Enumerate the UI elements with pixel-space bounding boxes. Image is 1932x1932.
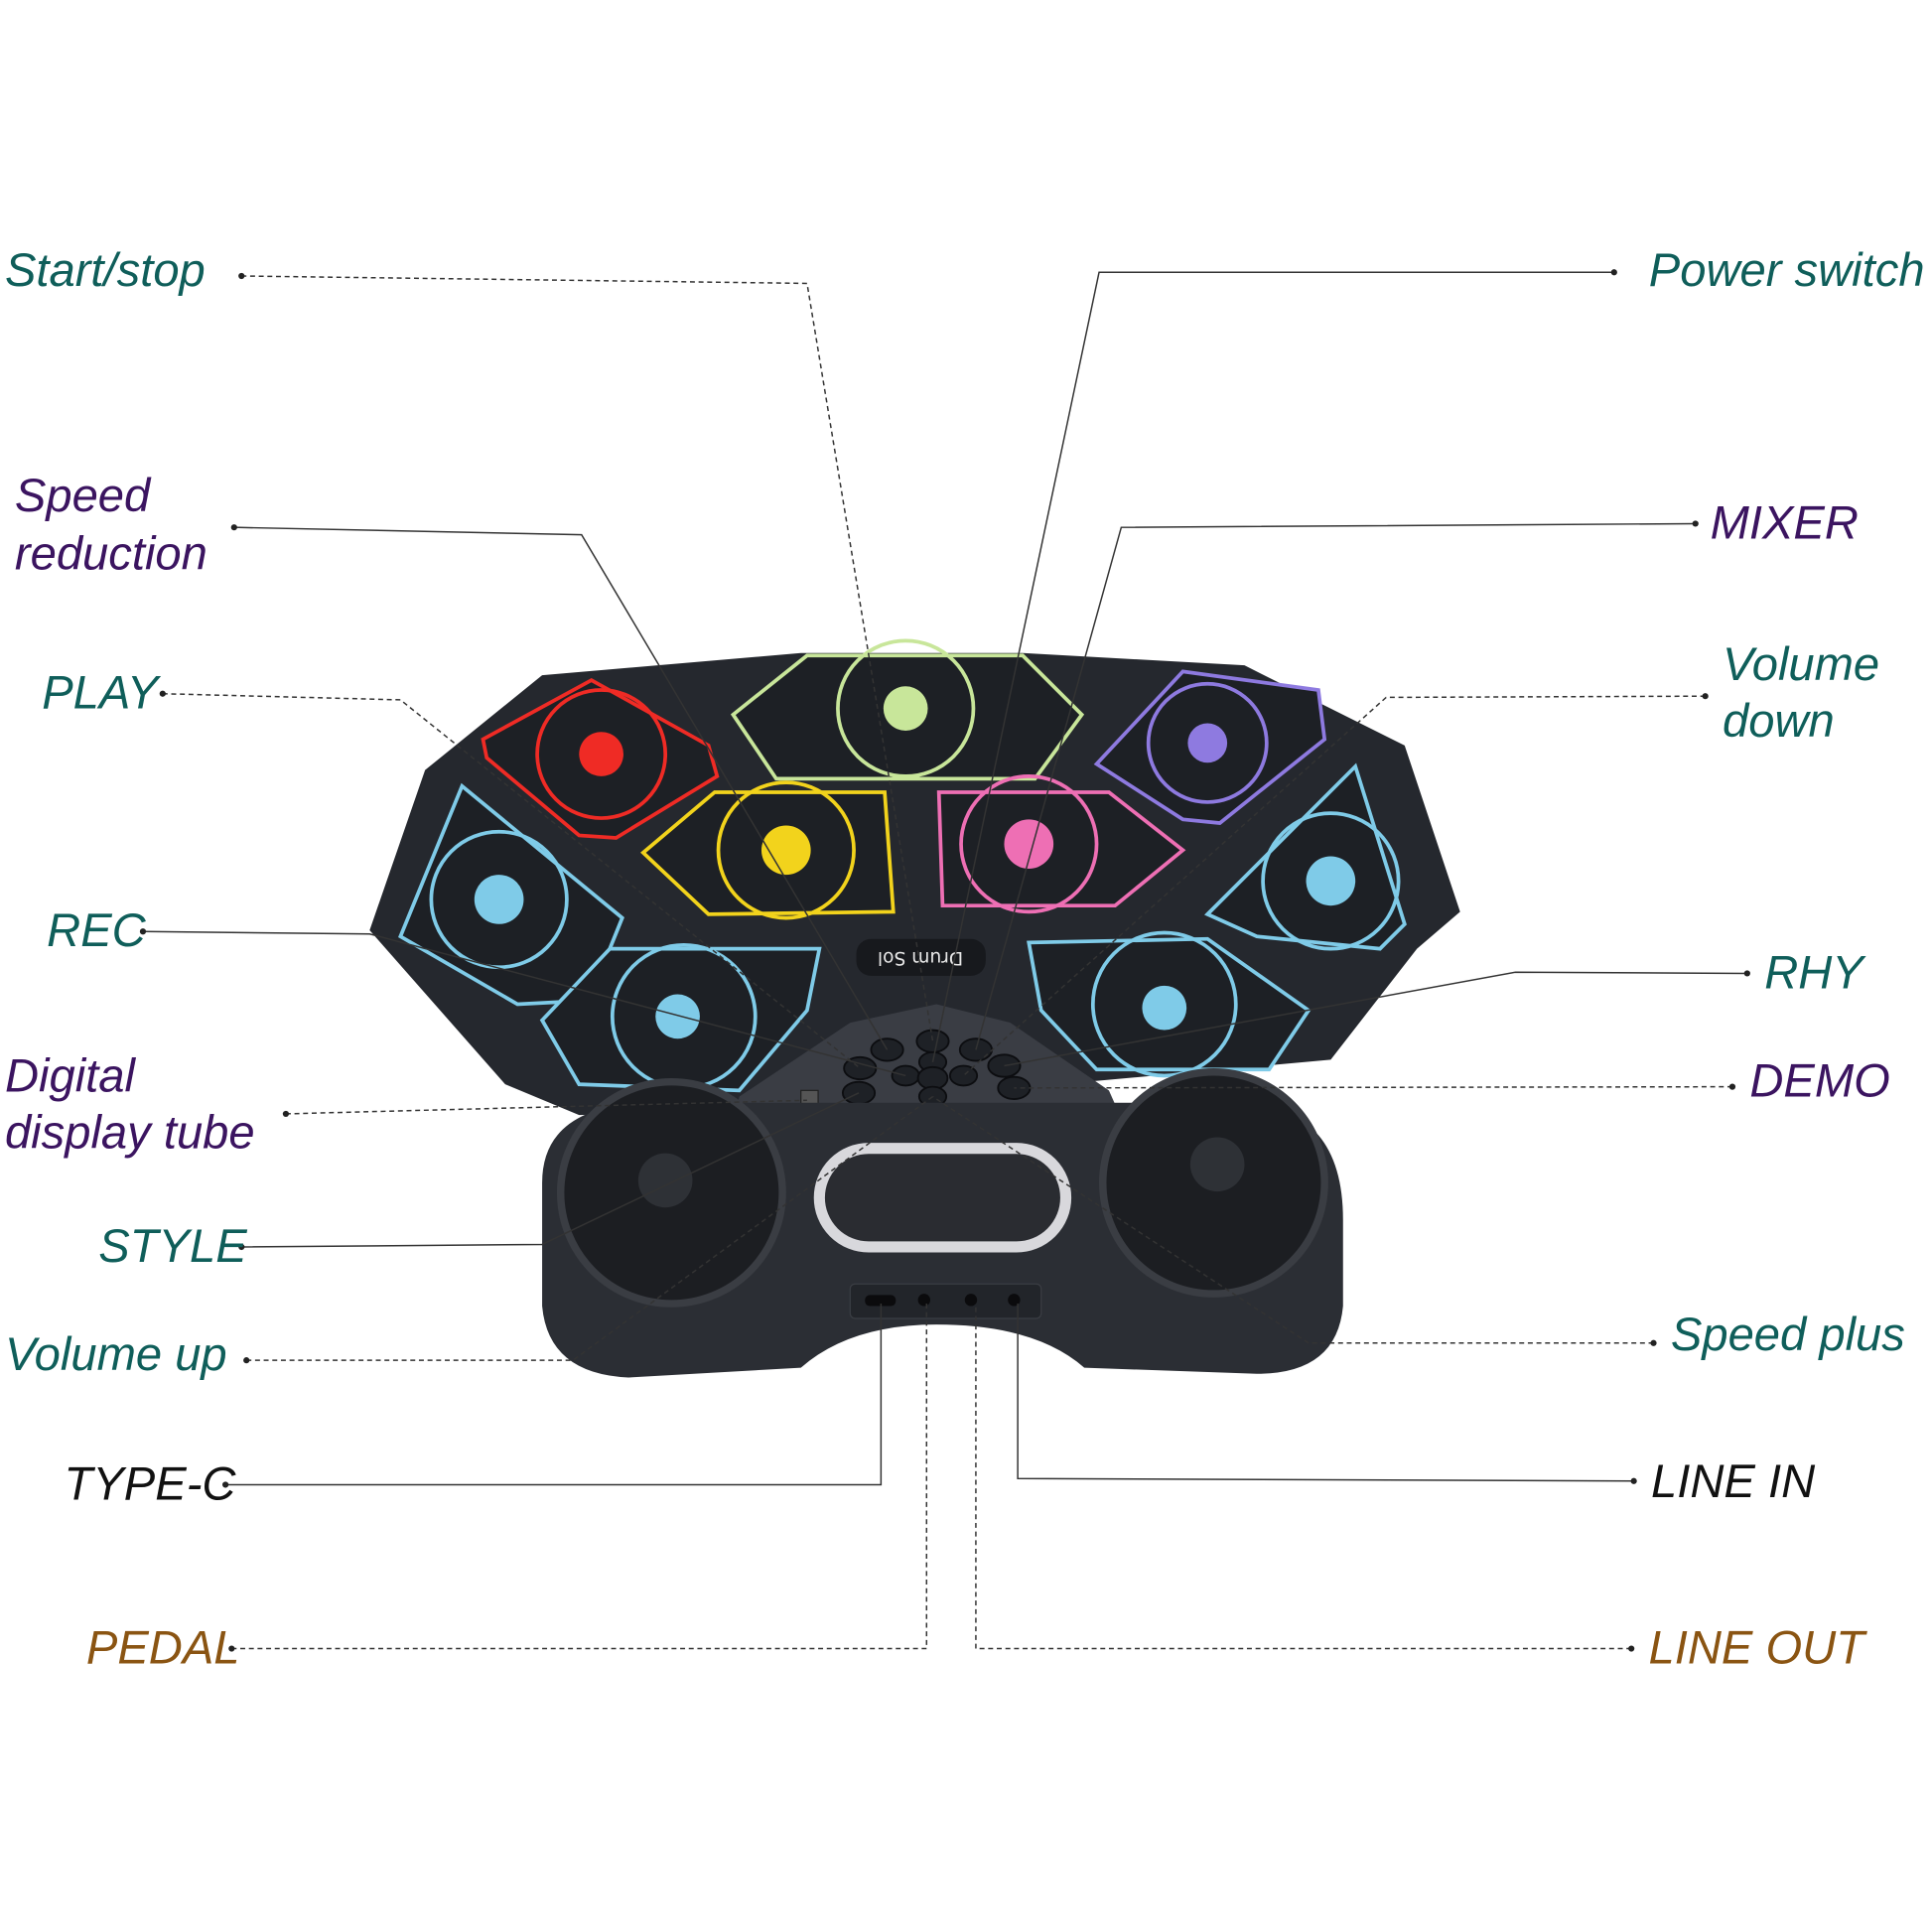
leader-lines [139,269,1750,1652]
label-speed-reduction-line1: Speed [15,469,152,521]
pad-blue-bottom-right [1027,930,1311,1078]
port-panel [849,1283,1042,1319]
line-in-port [1008,1294,1021,1307]
label-digital-display-line1: Digital [5,1049,137,1102]
line-out-port [964,1294,978,1307]
label-volume-down-line1: Volume [1723,637,1879,690]
label-mixer: MIXER [1711,495,1859,548]
label-rec: REC [47,903,147,956]
pad-green [730,638,1085,781]
label-rhy: RHY [1764,945,1866,998]
pad-purple [1093,669,1327,825]
pedal-port [917,1294,931,1307]
label-digital-display-line2: display tube [5,1106,255,1159]
pad-pink [936,774,1186,914]
right-speaker-cap [1189,1137,1245,1192]
start-stop-button[interactable] [915,1029,950,1053]
label-line-out: LINE OUT [1649,1620,1868,1673]
callout-labels: Start/stop Speed reduction PLAY REC Digi… [5,243,1925,1674]
label-volume-down-line2: down [1723,694,1835,747]
label-start-stop: Start/stop [5,243,206,296]
led-ring [813,1143,1072,1253]
label-demo: DEMO [1749,1054,1889,1107]
pad-blue-right [1204,762,1407,951]
label-power-switch: Power switch [1649,243,1925,296]
left-speaker-cap [637,1153,693,1208]
pad-blue-bottom-left [539,943,822,1093]
label-line-in: LINE IN [1651,1454,1816,1507]
label-play: PLAY [42,666,162,719]
label-speed-plus: Speed plus [1671,1308,1905,1360]
label-type-c: TYPE-C [65,1456,237,1509]
pad-blue-left [398,782,624,1007]
label-pedal: PEDAL [86,1620,240,1673]
label-style: STYLE [98,1219,247,1272]
pad-yellow [640,780,896,920]
logo-text: Drum Sol [878,947,963,968]
label-speed-reduction-line2: reduction [15,526,207,579]
label-volume-up: Volume up [5,1327,227,1380]
pad-red [481,677,720,840]
type-c-port [865,1295,897,1307]
volume-down-button[interactable] [948,1064,979,1087]
drum-pad-device: Drum Sol [369,638,1460,1378]
